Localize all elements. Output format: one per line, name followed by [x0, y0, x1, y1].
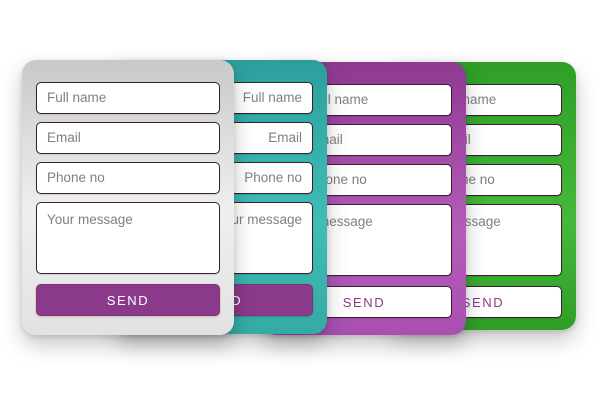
grey-email-field[interactable]: Email [36, 122, 220, 154]
teal-message-placeholder: Your message [216, 212, 302, 227]
grey-full-name-placeholder: Full name [47, 91, 107, 105]
teal-full-name-placeholder: Full name [242, 91, 302, 105]
grey-message-textarea[interactable]: Your message [36, 202, 220, 274]
grey-full-name-field[interactable]: Full name [36, 82, 220, 114]
purple-email-placeholder: Email [307, 133, 451, 147]
grey-message-placeholder: Your message [47, 212, 133, 227]
purple-phone-placeholder: Phone no [309, 173, 367, 187]
teal-email-placeholder: Email [268, 131, 302, 145]
purple-send-label: SEND [342, 294, 386, 310]
grey-card-body: Full name Email [22, 60, 234, 335]
purple-full-name-placeholder: Full name [309, 93, 369, 107]
teal-phone-placeholder: Phone no [244, 171, 302, 185]
grey-send-label: SEND [106, 292, 150, 308]
grey-phone-field[interactable]: Phone no [36, 162, 220, 194]
grey-email-placeholder: Email [47, 131, 81, 145]
grey-phone-placeholder: Phone no [47, 171, 105, 185]
grey-send-button[interactable]: SEND [36, 284, 220, 316]
grey-contact-card[interactable]: Full name Email [22, 60, 234, 335]
green-send-label: SEND [461, 294, 505, 310]
